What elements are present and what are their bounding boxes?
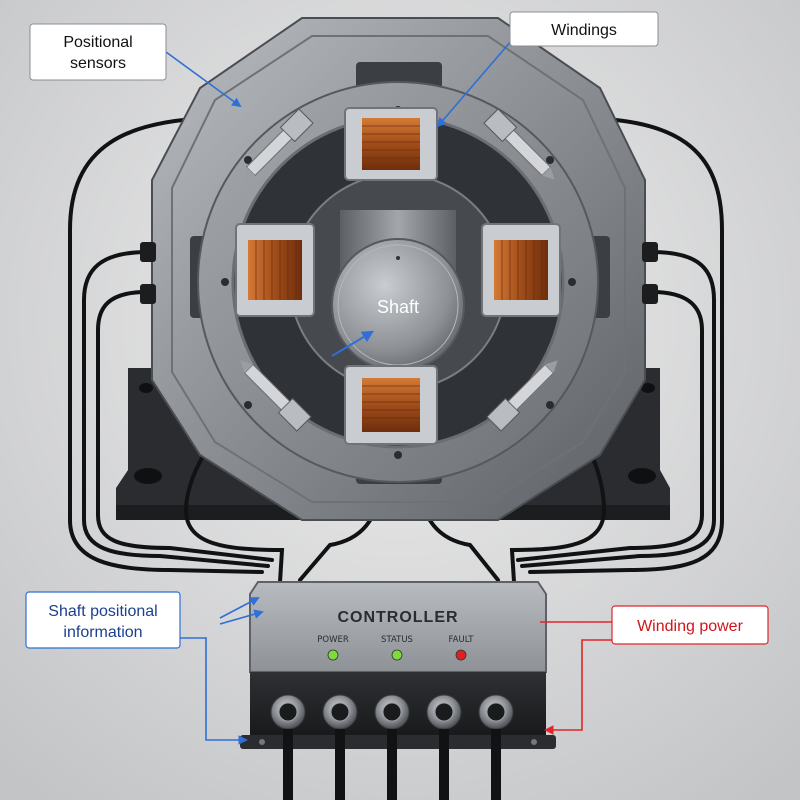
shaft <box>331 210 465 372</box>
connector-port-2[interactable] <box>322 694 358 800</box>
callout-winding-power: Winding power <box>611 605 769 645</box>
winding-bottom <box>344 365 438 445</box>
callout-winding-power-label: Winding power <box>637 618 744 635</box>
callout-windings: Windings <box>509 11 659 47</box>
indicator-led-status <box>391 649 403 661</box>
cable-bundle <box>68 115 724 584</box>
arrow-info-lower <box>219 609 264 625</box>
callout-shaft-label: Shaft <box>377 297 419 317</box>
arrow-shaft <box>331 330 375 357</box>
arrow-windings <box>436 39 513 128</box>
callout-shaft-positional-information: Shaft positional information <box>25 591 181 649</box>
winding-top <box>344 107 438 181</box>
indicator-label-status: STATUS <box>381 635 413 645</box>
indicator-label-power: POWER <box>317 635 349 645</box>
callout-shaft: Shaft <box>377 297 419 317</box>
positional-sensor-bottom-right <box>486 360 558 432</box>
arrow-info-down <box>180 637 248 745</box>
connector-ports <box>270 694 514 800</box>
indicator-led-power <box>327 649 339 661</box>
indicator-leds: POWER STATUS FAULT <box>317 635 475 661</box>
connector-port-5[interactable] <box>478 694 514 800</box>
callout-shaft-info-line1: Shaft positional <box>48 603 157 620</box>
positional-sensor-top-right <box>483 108 555 180</box>
arrow-power-to-connectors <box>544 639 612 735</box>
positional-sensor-top-left <box>242 108 314 180</box>
annotation-arrows <box>165 39 612 745</box>
indicator-led-fault <box>455 649 467 661</box>
callout-positional-sensors-line1: Positional <box>63 34 132 51</box>
controller-box: CONTROLLER POWER STATUS FAULT <box>240 581 556 800</box>
connector-port-3[interactable] <box>374 694 410 800</box>
indicator-label-fault: FAULT <box>449 635 475 645</box>
connector-port-1[interactable] <box>270 694 306 800</box>
winding-right <box>481 223 561 317</box>
cable-glands <box>140 242 658 304</box>
connector-port-4[interactable] <box>426 694 462 800</box>
winding-left <box>235 223 315 317</box>
callout-windings-label: Windings <box>551 22 617 39</box>
controller-title: CONTROLLER <box>337 609 458 626</box>
callout-positional-sensors: Positional sensors <box>29 23 167 81</box>
callout-shaft-info-line2: information <box>63 624 142 641</box>
callout-positional-sensors-line2: sensors <box>70 55 126 72</box>
arrow-positional-sensors <box>165 51 242 108</box>
arrow-info-upper <box>219 597 260 619</box>
